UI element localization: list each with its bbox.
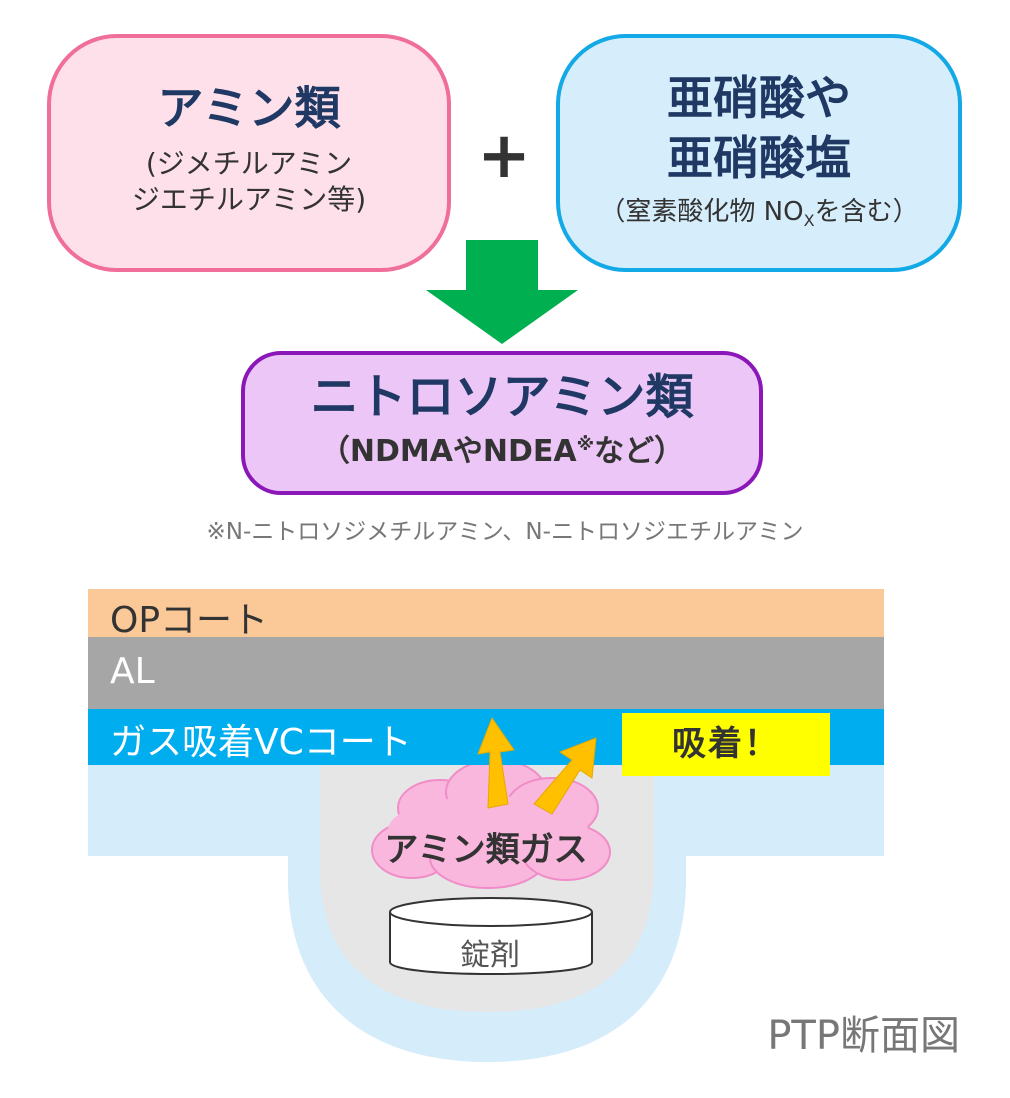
up-arrow-left-icon [477, 716, 515, 809]
al-layer: AL [88, 637, 884, 709]
footnote: ※N-ニトロソジメチルアミン、N-ニトロソジエチルアミン [206, 519, 804, 545]
amine-box: アミン類 (ジメチルアミン ジエチルアミン等) [47, 34, 451, 272]
amine-title: アミン類 [157, 81, 341, 135]
tablet [389, 897, 593, 975]
ptp-caption: PTP断面図 [767, 1013, 960, 1059]
nitrosamine-box: ニトロソアミン類 （NDMAやNDEA※など） [241, 351, 763, 495]
al-label: AL [110, 651, 155, 692]
op-coat-layer: OPコート [88, 589, 884, 641]
nitrite-note-suffix: を含む） [814, 197, 919, 227]
nitrite-note-prefix: （窒素酸化物 NO [599, 197, 804, 227]
nitrite-box: 亜硝酸や 亜硝酸塩 （窒素酸化物 NOXを含む） [556, 34, 962, 272]
nitrosamine-subtitle-suffix: など） [594, 434, 685, 469]
amine-examples-line1: (ジメチルアミン [145, 147, 353, 180]
up-arrow-right-icon [533, 737, 597, 815]
nitrite-note: （窒素酸化物 NOXを含む） [560, 194, 958, 239]
adsorb-label: 吸着！ [622, 713, 830, 776]
nitrosamine-subtitle-prefix: （NDMAやNDEA [319, 434, 577, 469]
plus-sign: + [477, 119, 531, 193]
amine-examples-line2: ジエチルアミン等) [131, 183, 367, 216]
op-coat-label: OPコート [110, 600, 269, 641]
vc-coat-label: ガス吸着VCコート [110, 722, 412, 763]
nitrite-title-line1: 亜硝酸や [667, 71, 851, 125]
gas-cloud-fill [388, 796, 588, 864]
tablet-label: 錠剤 [460, 938, 520, 973]
nitrosamine-title: ニトロソアミン類 [310, 369, 694, 425]
nitrite-title-line2: 亜硝酸塩 [667, 131, 851, 185]
nitrite-note-subscript: X [803, 211, 815, 231]
nitrosamine-subtitle-mark: ※ [576, 434, 595, 455]
nitrosamine-subtitle: （NDMAやNDEA※など） [245, 427, 759, 470]
down-arrow-icon [426, 240, 578, 344]
amine-gas-label: アミン類ガス [384, 830, 588, 870]
